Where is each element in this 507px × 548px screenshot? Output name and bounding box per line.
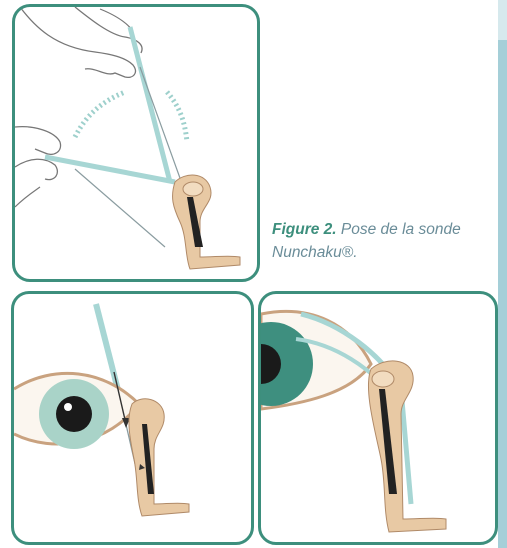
page-edge-bar-top: [498, 0, 507, 40]
figure-panel-eye-front: [11, 291, 254, 545]
figure-panel-eye-side: [258, 291, 498, 545]
figure-caption-label: Figure 2.: [272, 221, 337, 238]
figure-panel-insertion: [12, 4, 260, 282]
side-view-probe-illustration: [261, 294, 495, 542]
figure-caption: Figure 2. Pose de la sonde Nunchaku®.: [272, 218, 492, 264]
page-edge-bar: [498, 0, 507, 548]
eye-probe-illustration: [14, 294, 251, 542]
hands-probe-illustration: [15, 7, 257, 279]
